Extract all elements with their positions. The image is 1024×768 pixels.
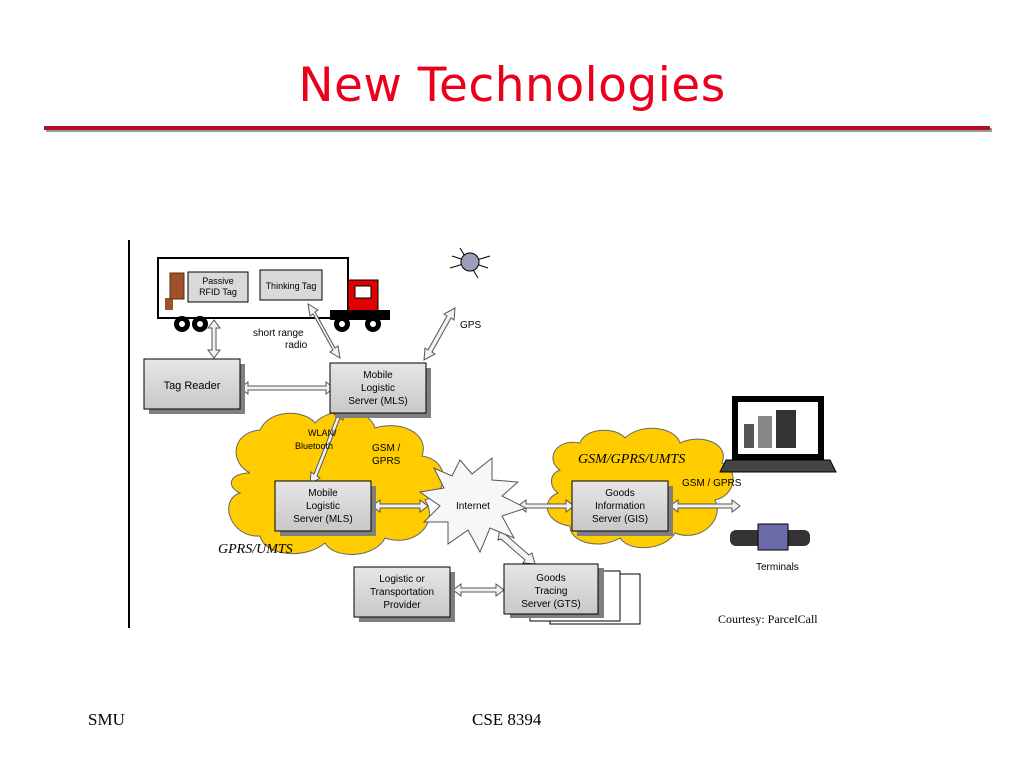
gprs-label: GPRS (372, 456, 401, 467)
title-underline (44, 126, 990, 130)
svg-text:Provider: Provider (383, 600, 421, 611)
svg-text:Server (MLS): Server (MLS) (293, 514, 352, 525)
gsm-label: GSM / (372, 443, 401, 454)
wlan-label: WLAN/ (308, 428, 337, 438)
footer-left: SMU (88, 710, 125, 729)
svg-text:Tracing: Tracing (535, 586, 568, 597)
cloud-right-label: GSM/GPRS/UMTS (578, 452, 685, 467)
svg-text:Logistic: Logistic (306, 501, 340, 512)
cloud-left-label: GPRS/UMTS (218, 542, 293, 557)
thinking-tag-box: Thinking Tag (259, 269, 323, 301)
svg-text:Goods: Goods (605, 488, 634, 499)
gts-box: Goods Tracing Server (GTS) (503, 563, 641, 625)
svg-text:Server (GTS): Server (GTS) (521, 599, 580, 610)
bluetooth-label: Bluetooth (295, 441, 333, 451)
mls-top-box: Mobile Logistic Server (MLS) (329, 362, 431, 418)
passive-rfid-tag-box: Passive RFID Tag (187, 271, 249, 303)
terminals-label: Terminals (756, 562, 799, 573)
svg-text:Tag Reader: Tag Reader (164, 380, 221, 392)
slide-title: New Technologies (298, 58, 726, 113)
svg-text:Transportation: Transportation (370, 587, 434, 598)
gis-box: Goods Information Server (GIS) (571, 480, 673, 536)
svg-text:Mobile: Mobile (363, 370, 393, 381)
svg-text:RFID Tag: RFID Tag (199, 287, 237, 297)
svg-text:Mobile: Mobile (308, 488, 338, 499)
svg-text:Logistic or: Logistic or (379, 574, 425, 585)
svg-text:Information: Information (595, 501, 645, 512)
transportation-provider-box: Logistic or Transportation Provider (353, 566, 455, 622)
short-range-label: short range (253, 328, 304, 339)
svg-text:Logistic: Logistic (361, 383, 395, 394)
courtesy-credit: Courtesy: ParcelCall (718, 612, 818, 626)
svg-text:Passive: Passive (202, 276, 234, 286)
gps-label: GPS (460, 320, 481, 331)
internet-starburst: Internet (418, 456, 528, 554)
radio-label: radio (285, 340, 308, 351)
mls-bottom-box: Mobile Logistic Server (MLS) (274, 480, 376, 536)
left-divider (128, 240, 130, 628)
satellite-icon (449, 247, 491, 279)
laptop-icon (719, 396, 837, 473)
phone-icon (730, 523, 810, 551)
svg-text:Server (MLS): Server (MLS) (348, 396, 407, 407)
footer-right: CSE 8394 (472, 710, 542, 729)
gsm-gprs-right-label: GSM / GPRS (682, 478, 742, 489)
svg-text:Goods: Goods (536, 573, 565, 584)
svg-text:Server (GIS): Server (GIS) (592, 514, 648, 525)
parcelcall-architecture-diagram: Passive RFID Tag Thinking Tag GPS (143, 247, 837, 625)
tag-reader-box: Tag Reader (143, 358, 245, 414)
svg-text:Internet: Internet (456, 501, 490, 512)
svg-text:Thinking Tag: Thinking Tag (266, 281, 317, 291)
